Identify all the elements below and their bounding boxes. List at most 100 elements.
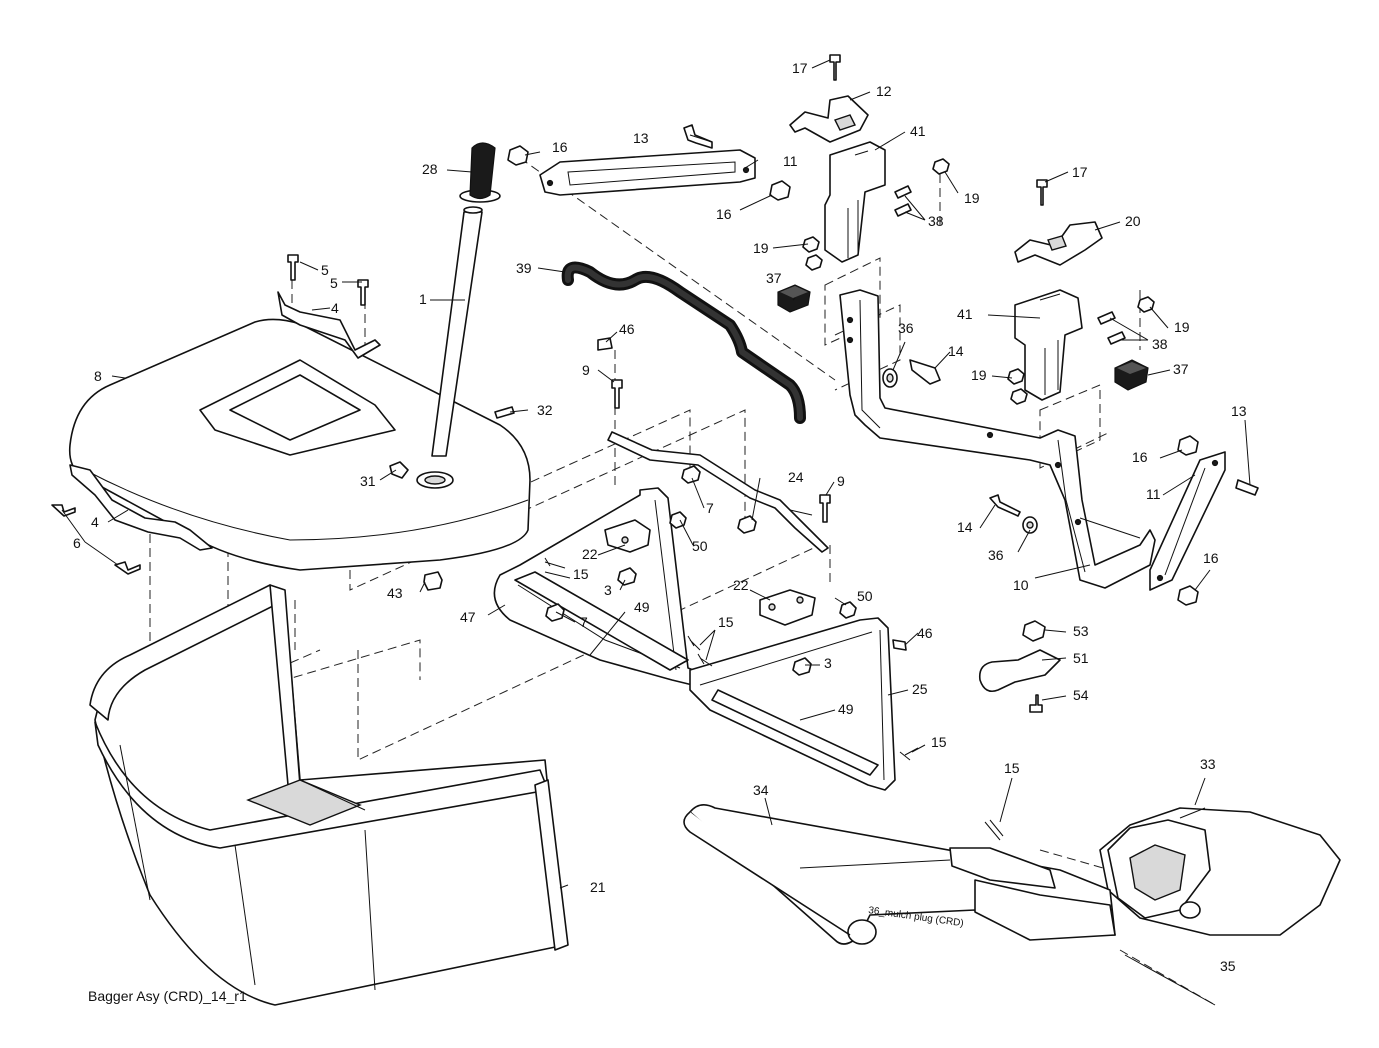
clip-part-12 (789, 95, 869, 143)
callout-17: 17 (1072, 164, 1088, 180)
hardware-items (51, 54, 1259, 841)
callout-13: 13 (633, 130, 649, 146)
pin-part-35 (1124, 954, 1216, 1006)
bolt-part-9-right (819, 494, 831, 523)
washer-part-36-a (882, 368, 898, 388)
callout-50: 50 (692, 538, 708, 554)
callout-14: 14 (957, 519, 973, 535)
pin-part-15-e (984, 819, 1004, 841)
callout-7: 7 (706, 500, 714, 516)
nut-part-16-d (1177, 585, 1199, 606)
callout-15: 15 (931, 734, 947, 750)
mulch-plug-part-34 (683, 804, 1116, 945)
callout-9: 9 (582, 362, 590, 378)
callout-15: 15 (573, 566, 589, 582)
callout-41: 41 (957, 306, 973, 322)
latch-part-51 (978, 649, 1061, 693)
pin-part-15-a (544, 557, 566, 569)
callout-31: 31 (360, 473, 376, 489)
bolts-part-38-top (894, 185, 912, 217)
nut-part-16-b (769, 180, 791, 201)
callout-34: 34 (753, 782, 769, 798)
bolt-part-32 (494, 406, 515, 419)
callout-24: 24 (788, 469, 804, 485)
callout-16: 16 (1132, 449, 1148, 465)
nut-part-7-b (737, 515, 757, 534)
callout-32: 32 (537, 402, 553, 418)
callout-15: 15 (718, 614, 734, 630)
bracket-part-11-right (1149, 451, 1226, 591)
callout-20: 20 (1125, 213, 1141, 229)
callout-47: 47 (460, 609, 476, 625)
callout-37: 37 (766, 270, 782, 286)
handle-rod-part-1 (431, 206, 483, 457)
bolt-part-14-bottom (989, 494, 1021, 517)
callout-17: 17 (792, 60, 808, 76)
callout-22: 22 (582, 546, 598, 562)
pin-part-15-b (687, 635, 701, 651)
bolt-part-5-a (287, 254, 299, 281)
callout-4: 4 (331, 300, 339, 316)
callout-51: 51 (1073, 650, 1089, 666)
callout-3: 3 (824, 655, 832, 671)
bag-cover-part-8 (68, 318, 531, 571)
callout-16: 16 (1203, 550, 1219, 566)
nut-part-53 (1022, 620, 1046, 642)
callout-36: 36 (988, 547, 1004, 563)
callout-19: 19 (1174, 319, 1190, 335)
callout-43: 43 (387, 585, 403, 601)
callout-8: 8 (94, 368, 102, 384)
callout-41: 41 (910, 123, 926, 139)
cap-part-37-right (1114, 359, 1149, 391)
mount-bracket-part-41-top (824, 141, 886, 263)
bracket-part-22-right (759, 589, 816, 626)
callout-53: 53 (1073, 623, 1089, 639)
callout-25: 25 (912, 681, 928, 697)
bolt-part-6-a (51, 504, 76, 517)
callout-28: 28 (422, 161, 438, 177)
bolt-part-54 (1029, 694, 1043, 713)
nut-part-16-a (507, 145, 529, 166)
bolt-part-9-left (611, 379, 623, 409)
pin-part-15-c (697, 653, 713, 667)
handle-part-4-side (69, 464, 213, 551)
grip-part-28 (459, 142, 501, 203)
tube-part-39 (561, 261, 806, 424)
callout-10: 10 (1013, 577, 1029, 593)
callout-4: 4 (91, 514, 99, 530)
bolt-part-5-b (357, 279, 369, 306)
callout-46: 46 (917, 625, 933, 641)
callout-49: 49 (634, 599, 650, 615)
nut-part-16-c (1177, 435, 1199, 456)
diagram-caption: Bagger Asy (CRD)_14_r1 (88, 988, 247, 1004)
nut-part-7-c (545, 603, 565, 622)
callout-33: 33 (1200, 756, 1216, 772)
callout-38: 38 (1152, 336, 1168, 352)
callout-54: 54 (1073, 687, 1089, 703)
bracket-part-11-top (539, 149, 756, 196)
nuts-part-19 (802, 158, 1155, 405)
bolt-part-14-top (909, 359, 941, 385)
callout-11: 11 (783, 153, 798, 169)
callout-6: 6 (73, 535, 81, 551)
frame-part-25 (689, 617, 896, 791)
callout-9: 9 (837, 473, 845, 489)
bolt-part-46-right (892, 639, 907, 651)
callout-3: 3 (604, 582, 612, 598)
callout-15: 15 (1004, 760, 1020, 776)
nut-part-50-a (669, 511, 687, 529)
callout-35: 35 (1220, 958, 1236, 974)
bolts-part-38-bottom (1097, 311, 1126, 345)
callout-16: 16 (552, 139, 568, 155)
callout-5: 5 (330, 275, 338, 291)
callout-46: 46 (619, 321, 635, 337)
handle-part-4-top (277, 291, 381, 359)
bag-part-21 (89, 584, 569, 1006)
washer-part-36-b (1022, 516, 1038, 534)
bolt-part-13-right (1235, 479, 1259, 496)
callout-5: 5 (321, 262, 329, 278)
callout-14: 14 (948, 343, 964, 359)
bolt-part-17-top (829, 54, 841, 81)
plug-part-43 (423, 571, 443, 591)
